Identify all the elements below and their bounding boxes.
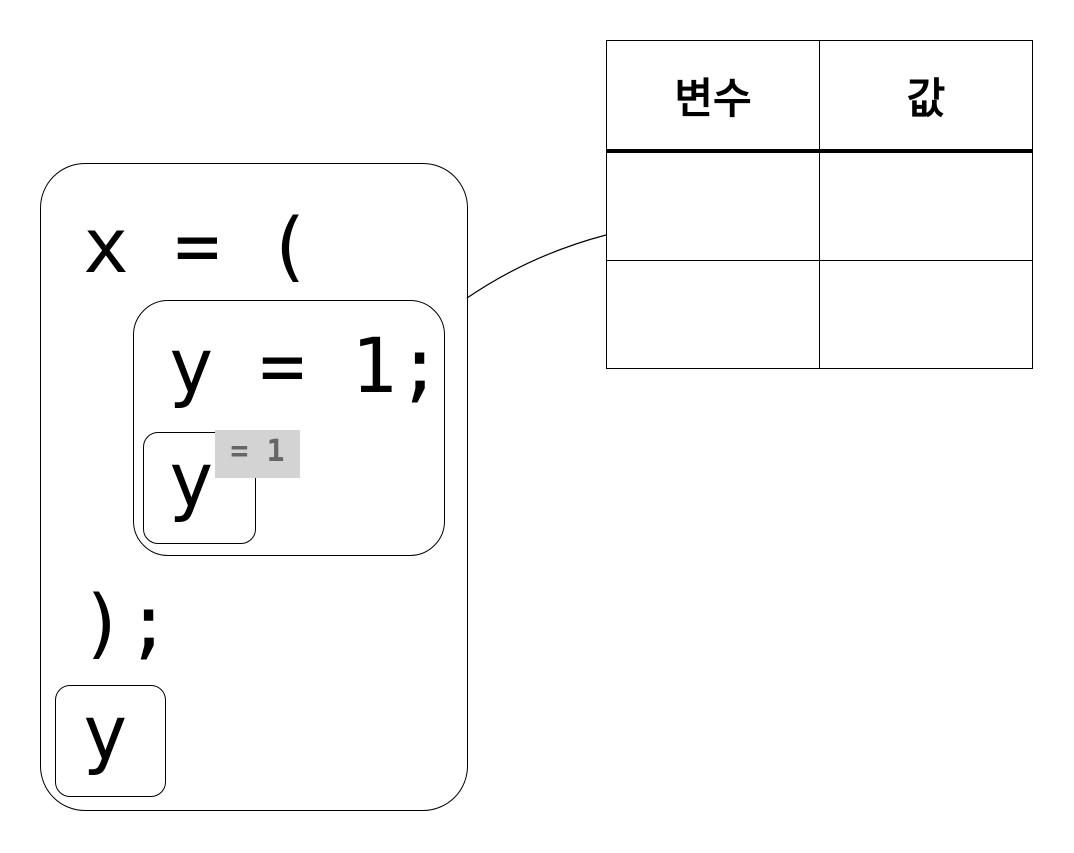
inner-ref-box: [143, 432, 256, 544]
table-row: [606, 150, 1033, 261]
code-line-x: x = (: [83, 201, 312, 290]
inner-ref-y: y: [168, 435, 214, 524]
code-line-y: y = 1;: [168, 321, 443, 410]
value-annotation: = 1: [215, 430, 300, 478]
header-value: 값: [819, 40, 1033, 153]
variable-table: 변수 값: [606, 40, 1033, 369]
cell: [819, 260, 1033, 369]
outer-ref-y: y: [82, 688, 128, 777]
header-variable: 변수: [606, 40, 820, 153]
outer-block: [40, 163, 468, 811]
cell: [819, 150, 1033, 261]
inner-block: [133, 300, 445, 556]
cell: [606, 260, 820, 369]
code-line-close: );: [80, 578, 172, 667]
table-row: [606, 260, 1033, 369]
outer-ref-box: [55, 685, 166, 797]
cell: [606, 150, 820, 261]
